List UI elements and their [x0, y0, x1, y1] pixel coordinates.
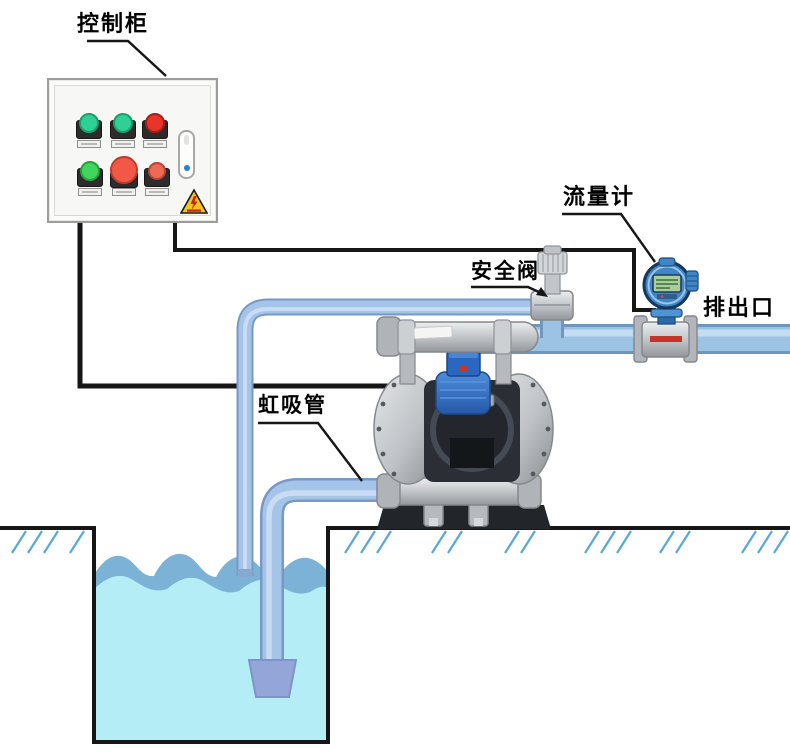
suction-pipe-graphic: [260, 478, 392, 682]
pump-sticker: [413, 325, 453, 340]
control-cabinet: [47, 78, 218, 223]
label-control-cabinet: 控制柜: [77, 12, 150, 37]
water-pit: [94, 553, 328, 740]
pump-motor: [435, 371, 491, 415]
label-safety-valve: 安全阀: [471, 259, 540, 283]
diaphragm-pump: [373, 316, 554, 529]
flowmeter-signal-cable: [173, 223, 656, 312]
electric-warning-icon: [180, 188, 208, 214]
water-fill: [94, 575, 328, 740]
pump-power-cable: [77, 223, 428, 389]
safety-valve-graphic: [530, 245, 574, 321]
leader-safety-valve: [471, 285, 542, 295]
pump-base-plate: [377, 505, 551, 529]
safety-valve-arrowhead: [536, 287, 548, 297]
label-discharge-outlet: 排出口: [703, 296, 776, 321]
cabinet-door-handle: [178, 130, 195, 179]
label-siphon-pipe: 虹吸管: [258, 393, 327, 417]
power-cables: [77, 223, 656, 389]
flow-meter-graphic: [633, 257, 699, 363]
leader-siphon-pipe: [258, 421, 363, 482]
leader-flow-meter: [562, 212, 656, 263]
foot-strainer: [247, 659, 298, 698]
flowmeter-nameplate: [650, 336, 682, 342]
label-flow-meter: 流量计: [563, 185, 636, 210]
leader-control-cabinet: [87, 39, 167, 77]
ground-hatching: [11, 530, 789, 554]
leader-lines: [87, 39, 656, 482]
siphon-pipe-graphic: [236, 298, 536, 577]
chamber-bolts: [376, 382, 551, 477]
handle-lock-dot: [184, 165, 190, 171]
